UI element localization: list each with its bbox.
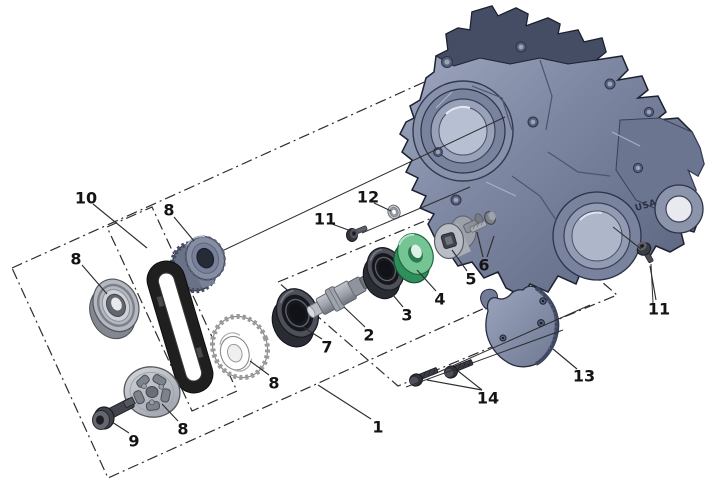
crankcase-top-bracket [434,5,607,67]
bolt-6 [469,211,496,233]
seal-ring-4 [393,233,434,284]
bearing-8-left [89,278,140,340]
callout-number-7: 7 [321,338,332,357]
crankcase-lower-bore-hole [571,210,623,262]
callout-number-14: 14 [477,389,499,408]
engine-crankcase: USA [399,5,705,297]
crankcase-ear-hole [665,195,693,223]
assembly-axis-line [405,329,564,388]
callout-leader-11 [331,223,352,232]
callout-leader-10 [92,203,148,249]
bore-highlight [445,105,471,115]
callout-number-11: 11 [314,210,336,229]
bolt-11-right [636,241,654,264]
callout-leader-5 [451,249,468,272]
bearing-7 [271,288,320,348]
callout-leader-8 [161,403,179,422]
cover-13 [480,285,560,368]
callout-number-8: 8 [70,250,81,269]
callout-number-2: 2 [363,326,374,345]
callout-leader-12 [373,202,392,212]
callout-leader-4 [416,269,437,292]
driven-sprocket-outline-8 [210,313,270,381]
assembly-axis-line [612,226,642,250]
callout-number-8: 8 [177,420,188,439]
pulley-flange-8 [123,366,181,418]
timing-belt-10 [146,260,214,394]
assembly-axis-line [431,304,591,376]
callout-leader-11 [649,265,657,301]
callout-leader-14 [426,379,483,391]
callout-number-1: 1 [372,418,383,437]
callout-number-5: 5 [465,270,476,289]
coupler-5 [433,213,484,260]
callout-number-8: 8 [268,374,279,393]
callout-number-8: 8 [163,201,174,220]
callout-leader-3 [387,288,404,308]
callout-number-4: 4 [434,290,445,309]
callout-number-12: 12 [357,188,379,207]
callout-leader-6 [486,235,495,258]
callout-leader-14 [457,370,483,391]
callout-number-11: 11 [648,300,670,319]
crankcase-bolt-holes [433,41,655,206]
callout-leader-6 [476,231,484,258]
crankcase-ribs [435,59,641,221]
callout-leader-1 [317,384,372,420]
washer-12 [387,204,401,220]
callout-leader-8 [81,264,108,295]
bore-highlight-2 [579,211,603,221]
callout-number-3: 3 [401,306,412,325]
bolt-11-left [346,225,368,242]
callout-number-9: 9 [128,432,139,451]
crankcase-left-bore-hole [438,106,488,156]
bolt-9 [92,396,136,430]
callout-leader-9 [111,421,130,434]
callout-leader-8 [249,360,270,376]
assembly-axis-line [361,186,471,234]
callout-number-6: 6 [478,256,489,275]
callout-number-13: 13 [573,367,595,386]
callout-leader-2 [343,306,366,328]
callout-leader-13 [552,348,578,370]
assembly-axis-line [221,116,506,252]
callout-leader-7 [302,326,323,340]
callout-leader-8 [173,216,195,242]
axis-under-layer [221,116,506,252]
callout-number-10: 10 [75,189,97,208]
